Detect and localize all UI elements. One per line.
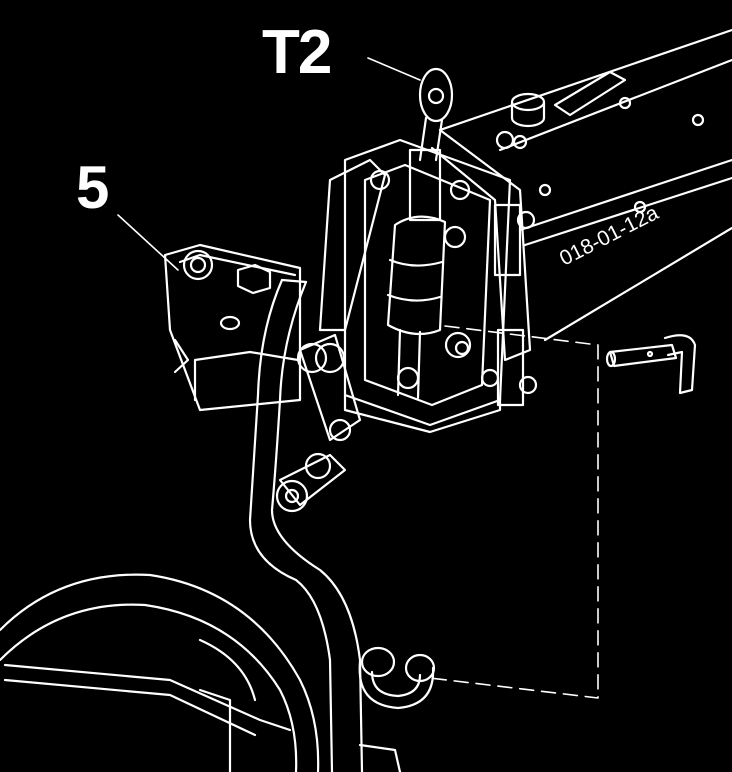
wheel [0,573,402,772]
callout-5: 5 [76,154,110,221]
cylinder-t2 [386,67,454,400]
frame-beam [438,28,732,342]
left-housing [163,243,302,412]
clevis-bracket [358,646,436,710]
callout-t2: T2 [262,18,332,87]
dashed-assembly-lines [429,325,599,699]
pedal-lever [248,278,364,772]
mounting-bracket [343,128,538,434]
detent-pin [605,334,697,395]
leader-lines [117,57,421,271]
linkage-arms [275,158,387,513]
